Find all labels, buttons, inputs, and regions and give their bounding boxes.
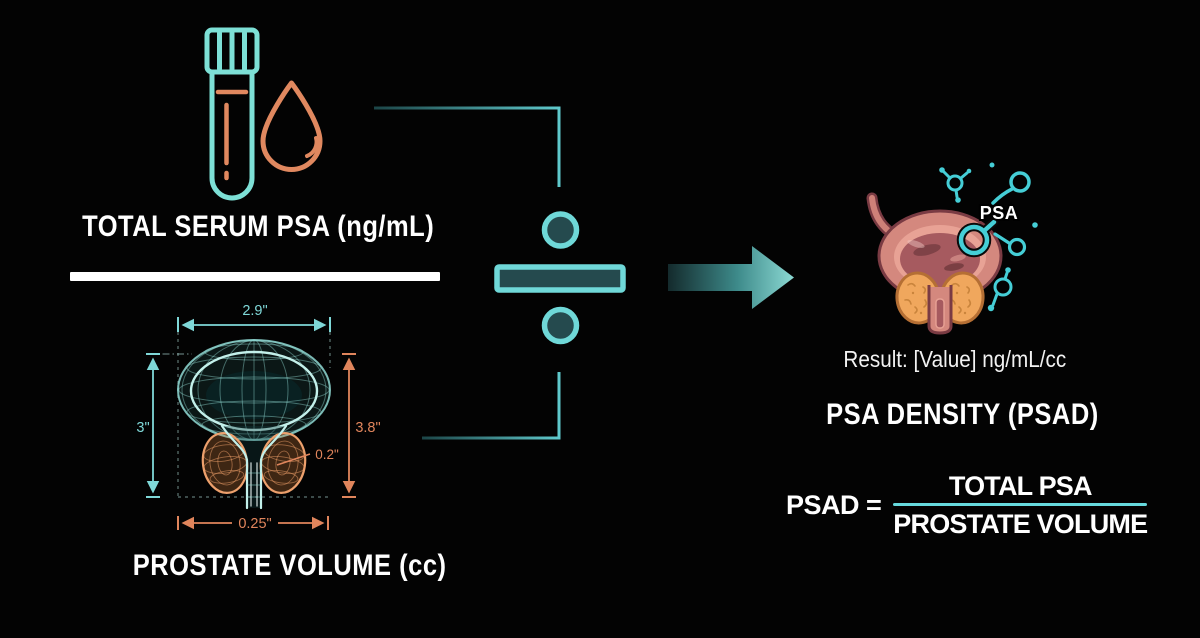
molecule-bottom	[987, 267, 1013, 312]
prostate-volume-title-text: PROSTATE VOLUME (cc)	[132, 549, 447, 582]
urethra-stem	[927, 285, 953, 335]
measurement-left-height-label: 3"	[136, 420, 149, 436]
measurement-bottom-width-label: 0.25"	[238, 516, 271, 532]
measurement-right-height-label: 3.8"	[355, 420, 380, 436]
urethra-wireframe	[220, 424, 288, 510]
prostate-illustration: PSA	[866, 162, 1038, 335]
divider-bar	[70, 272, 440, 281]
psa-label: PSA	[980, 203, 1019, 223]
connector-top	[374, 106, 561, 187]
prostate-wireframe-diagram: 2.9" 3" 3.8" 0.2" 0.25"	[136, 303, 381, 532]
formula-lhs: PSAD =	[786, 489, 882, 520]
formula-denominator: PROSTATE VOLUME	[893, 509, 1148, 539]
test-tube-cap	[204, 27, 260, 75]
test-tube-icon	[204, 27, 323, 201]
molecule-top-right	[989, 162, 1031, 205]
test-tube	[204, 27, 260, 201]
arrow-right-icon	[668, 246, 794, 309]
molecule-mid-right	[993, 222, 1038, 257]
construction-dashed-lines	[148, 332, 331, 498]
psa-molecules	[939, 162, 1038, 312]
fraction-line	[893, 503, 1148, 506]
measurement-right-height: 3.8"	[342, 353, 381, 498]
total-serum-psa-title: TOTAL SERUM PSA (ng/mL)	[51, 210, 451, 244]
division-symbol	[494, 211, 626, 345]
blood-drop-icon	[260, 80, 323, 172]
measurement-left-height: 3"	[136, 353, 160, 498]
measurement-bottom-width: 0.25"	[177, 516, 329, 532]
psad-formula: PSAD = TOTAL PSA PROSTATE VOLUME	[786, 471, 1148, 539]
formula-fraction: TOTAL PSA PROSTATE VOLUME	[893, 471, 1148, 539]
connector-bottom	[422, 372, 561, 440]
division-dot-top	[541, 211, 580, 249]
test-tube-body	[209, 69, 255, 201]
result-line: Result: [Value] ng/mL/cc	[820, 346, 1090, 373]
measurement-lobe-width-label: 0.2"	[315, 447, 339, 462]
division-bar	[494, 264, 626, 293]
measurement-top-width: 2.9"	[177, 303, 331, 332]
test-tube-serum-level	[215, 89, 249, 181]
result-line-text: Result: [Value] ng/mL/cc	[843, 346, 1067, 372]
psa-density-title-text: PSA DENSITY (PSAD)	[826, 398, 1099, 431]
formula-numerator: TOTAL PSA	[948, 471, 1093, 501]
molecule-top-left	[939, 167, 972, 203]
division-dot-bottom	[541, 306, 580, 345]
measurement-top-width-label: 2.9"	[242, 303, 267, 319]
bladder-wireframe	[177, 339, 331, 441]
psa-density-title: PSA DENSITY (PSAD)	[802, 398, 1102, 432]
total-serum-psa-title-text: TOTAL SERUM PSA (ng/mL)	[82, 210, 435, 243]
bladder-neck-shading	[222, 426, 286, 508]
prostate-volume-title: PROSTATE VOLUME (cc)	[105, 549, 446, 583]
measurement-lobe-width: 0.2"	[276, 447, 339, 466]
psa-molecule-icon	[956, 217, 999, 258]
